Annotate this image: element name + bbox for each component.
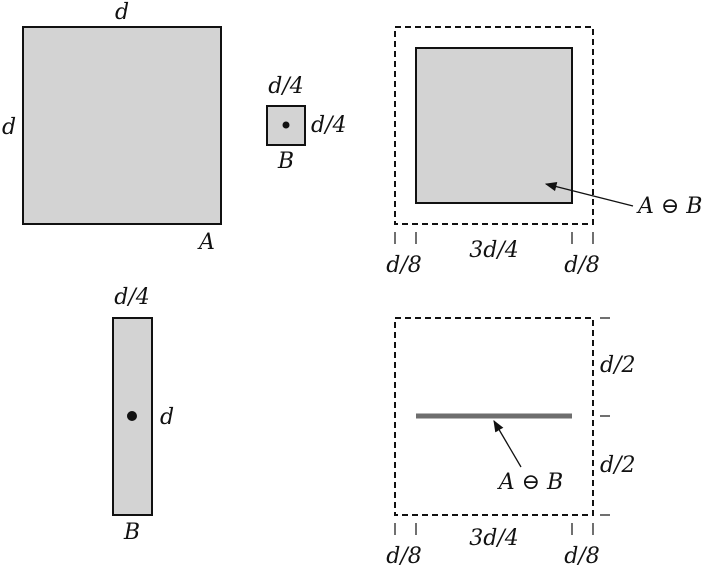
set-a-square: d d A	[2, 0, 222, 255]
square-a-label: A	[197, 230, 215, 255]
bar-b-label: B	[123, 520, 140, 545]
result2-left-margin-dim: d/8	[386, 544, 422, 569]
result1-dashed-boundary	[394, 26, 594, 225]
result2-upper-half-dim: d/2	[600, 353, 636, 378]
result2-lower-half-dim: d/2	[600, 453, 636, 478]
result2-pointer-arrow	[493, 419, 522, 468]
result1-left-margin-dim: d/8	[386, 253, 422, 278]
result2-width-dim: 3d/4	[469, 526, 519, 551]
erosion-result-square: A ⊖ B d/8 3d/4 d/8	[386, 26, 702, 278]
result1-width-dim: 3d/4	[469, 238, 519, 263]
result2-dashed-boundary	[394, 317, 594, 516]
square-a-top-dim: d	[115, 0, 129, 25]
bar-top-dim: d/4	[114, 285, 150, 310]
structuring-element-bar: d/4 d B	[112, 285, 174, 545]
small-square-origin-dot	[282, 121, 290, 129]
result2-right-margin-dim: d/8	[564, 544, 600, 569]
structuring-element-square: d/4 d/4 B	[266, 74, 347, 174]
small-square-b-label: B	[277, 149, 294, 174]
small-square-b-shape	[266, 105, 306, 146]
small-square-top-dim: d/4	[268, 74, 304, 99]
result1-right-margin-dim: d/8	[564, 253, 600, 278]
erosion-result-line: A ⊖ B d/2 d/2 d/8 3d/4 d/8	[386, 317, 636, 569]
square-a-left-dim: d	[2, 115, 16, 140]
result1-erosion-label: A ⊖ B	[636, 194, 702, 219]
small-square-right-dim: d/4	[311, 113, 347, 138]
square-a-shape	[22, 26, 222, 225]
bar-right-dim: d	[160, 405, 174, 430]
result1-eroded-square	[415, 47, 573, 204]
result2-erosion-label: A ⊖ B	[497, 470, 563, 495]
result1-pointer-arrow	[544, 182, 634, 207]
bar-origin-dot	[127, 411, 137, 421]
